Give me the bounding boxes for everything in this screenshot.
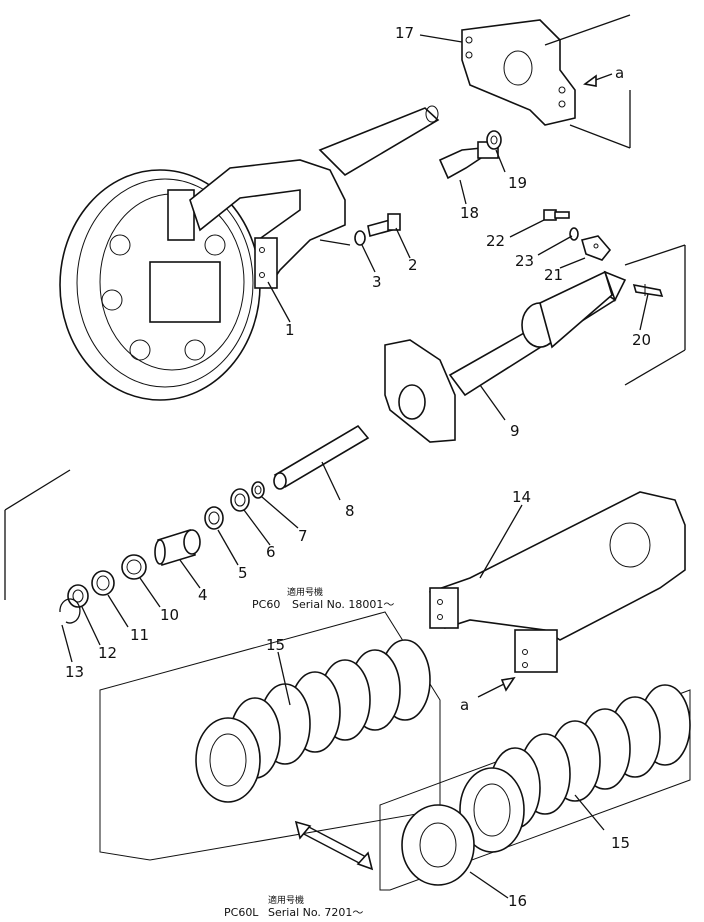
label-part-20: 20 xyxy=(632,331,651,349)
label-part-1: 1 xyxy=(285,321,295,339)
label-part-12: 12 xyxy=(98,644,117,662)
label-part-8: 8 xyxy=(345,502,355,520)
bushing-10 xyxy=(121,554,147,580)
label-part-15-pc60l: 15 xyxy=(611,834,630,852)
rod-9 xyxy=(384,270,627,443)
label-part-17: 17 xyxy=(395,24,414,42)
spring-15-pc60 xyxy=(195,639,431,803)
snap-ring-13 xyxy=(59,598,81,624)
plate-21 xyxy=(581,235,612,261)
pc60l-serial: Serial No. 7201～ xyxy=(268,906,363,919)
bolt-2 xyxy=(367,213,401,237)
washer-3 xyxy=(354,230,366,246)
pc60l-model: PC60L xyxy=(224,906,259,919)
pc60-serial: Serial No. 18001～ xyxy=(292,598,394,611)
label-part-7: 7 xyxy=(298,527,308,545)
label-part-21: 21 xyxy=(544,266,563,284)
ring-16 xyxy=(401,804,475,886)
pc60-applicability: 適用号機 PC60 Serial No. 18001～ xyxy=(252,586,394,611)
grease-fitting-20 xyxy=(632,283,664,297)
label-part-9: 9 xyxy=(510,422,520,440)
label-part-11: 11 xyxy=(130,626,149,644)
arrow-a-mid-label: a xyxy=(460,696,469,714)
label-part-16: 16 xyxy=(508,892,527,910)
pc60-model: PC60 xyxy=(252,598,280,611)
bolt-22 xyxy=(543,209,570,221)
label-part-18: 18 xyxy=(460,204,479,222)
label-part-2: 2 xyxy=(408,256,418,274)
label-part-5: 5 xyxy=(238,564,248,582)
label-part-3: 3 xyxy=(372,273,382,291)
seal-5 xyxy=(204,506,224,530)
plate-17 xyxy=(461,19,576,126)
pc60l-applicable-heading: 適用号機 xyxy=(268,894,304,906)
leader-lines xyxy=(61,34,649,899)
ring-7 xyxy=(251,481,265,499)
washer-19 xyxy=(486,130,502,150)
label-part-19: 19 xyxy=(508,174,527,192)
pc60l-applicability: 適用号機 PC60L Serial No. 7201～ xyxy=(224,894,363,919)
spring-15-pc60l xyxy=(459,684,691,853)
label-part-22: 22 xyxy=(486,232,505,250)
label-part-23: 23 xyxy=(515,252,534,270)
callout-labels: 1 2 3 17 18 19 22 23 21 20 9 8 7 6 5 4 1… xyxy=(65,24,651,910)
interchange-double-arrow xyxy=(294,820,374,871)
label-part-15-pc60: 15 xyxy=(266,636,285,654)
seal-11 xyxy=(91,570,115,596)
label-part-6: 6 xyxy=(266,543,276,561)
label-part-4: 4 xyxy=(198,586,208,604)
shaft-8 xyxy=(273,424,370,490)
washer-23 xyxy=(569,227,579,241)
label-part-13: 13 xyxy=(65,663,84,681)
ring-6 xyxy=(230,488,250,512)
pc60-applicable-heading: 適用号機 xyxy=(287,586,323,598)
yoke-bracket xyxy=(189,105,440,289)
idler-wheel xyxy=(59,169,261,401)
ring-12 xyxy=(67,584,89,608)
arrow-a-top xyxy=(583,73,613,87)
label-part-14: 14 xyxy=(512,488,531,506)
collar-4 xyxy=(154,528,201,567)
label-part-10: 10 xyxy=(160,606,179,624)
arrow-a-mid xyxy=(477,676,516,698)
arrow-a-top-label: a xyxy=(615,64,624,82)
body-14 xyxy=(428,491,686,673)
